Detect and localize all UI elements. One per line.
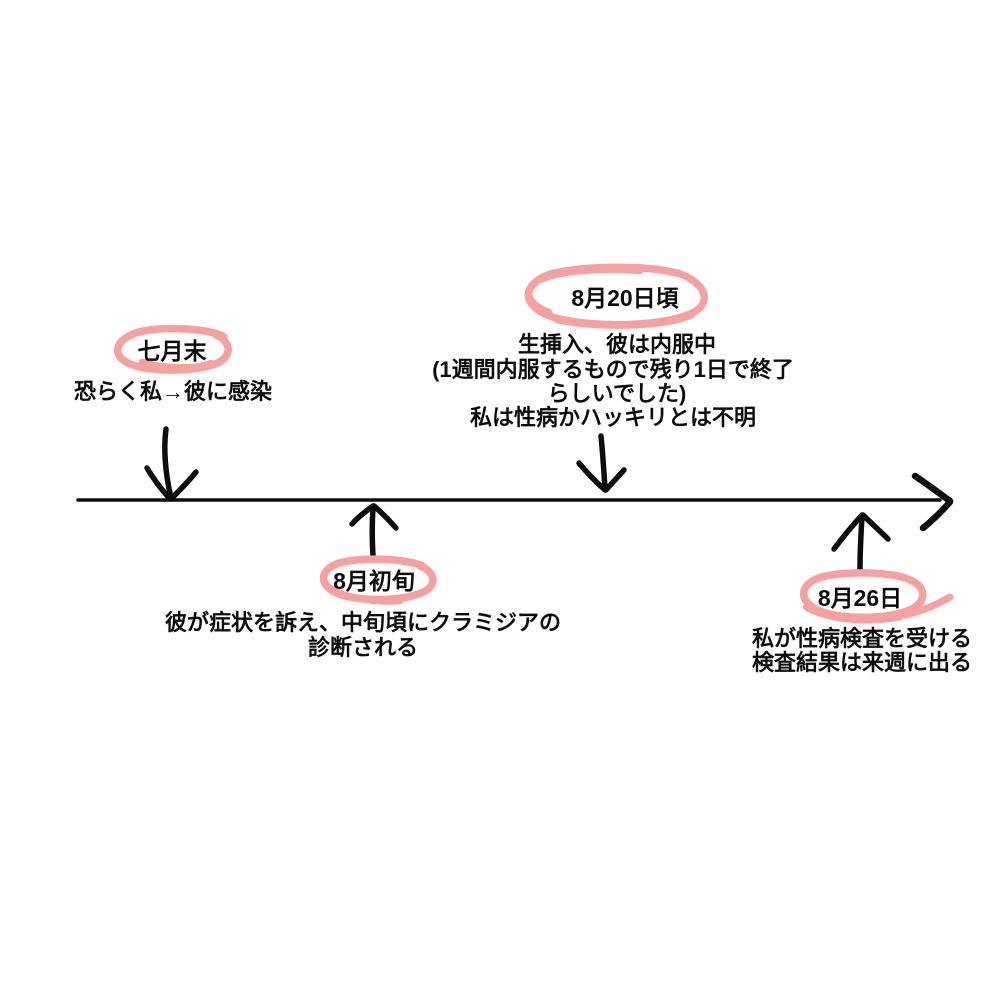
highlight-ellipse-july-end	[113, 324, 232, 374]
up-arrow-icon-aug-early	[349, 503, 399, 559]
event-date-label-aug-26: 8月26日	[817, 585, 903, 611]
highlight-ellipse-aug-26	[800, 569, 954, 624]
down-arrow-icon-july-end	[144, 426, 199, 502]
event-date-label-july-end: 七月末	[137, 338, 207, 364]
highlight-ellipse-aug-early	[319, 555, 437, 605]
event-description-line: 私は性病かハッキリとは不明	[469, 405, 757, 430]
event-description-line: らしいでした)	[547, 381, 687, 406]
timeline-arrowhead-icon	[911, 472, 954, 532]
event-description-line: 恐らく私→彼に感染	[73, 379, 273, 404]
event-description-line: 私が性病検査を受ける	[751, 626, 973, 651]
event-date-label-aug-20: 8月20日頃	[571, 285, 679, 311]
event-description-line: (1週間内服するもので残り1日で終了	[432, 357, 794, 382]
highlight-ellipse-aug-20	[524, 263, 708, 329]
event-description-line: 彼が症状を訴え、中旬頃にクラミジアの	[164, 610, 562, 635]
down-arrow-icon-aug-20	[576, 433, 627, 493]
event-description-line: 生挿入、彼は内服中	[517, 332, 717, 357]
event-date-label-aug-early: 8月初旬	[333, 568, 415, 594]
event-description-line: 検査結果は来週に出る	[751, 650, 973, 675]
up-arrow-icon-aug-26	[831, 512, 891, 573]
event-description-line: 診断される	[307, 635, 419, 660]
